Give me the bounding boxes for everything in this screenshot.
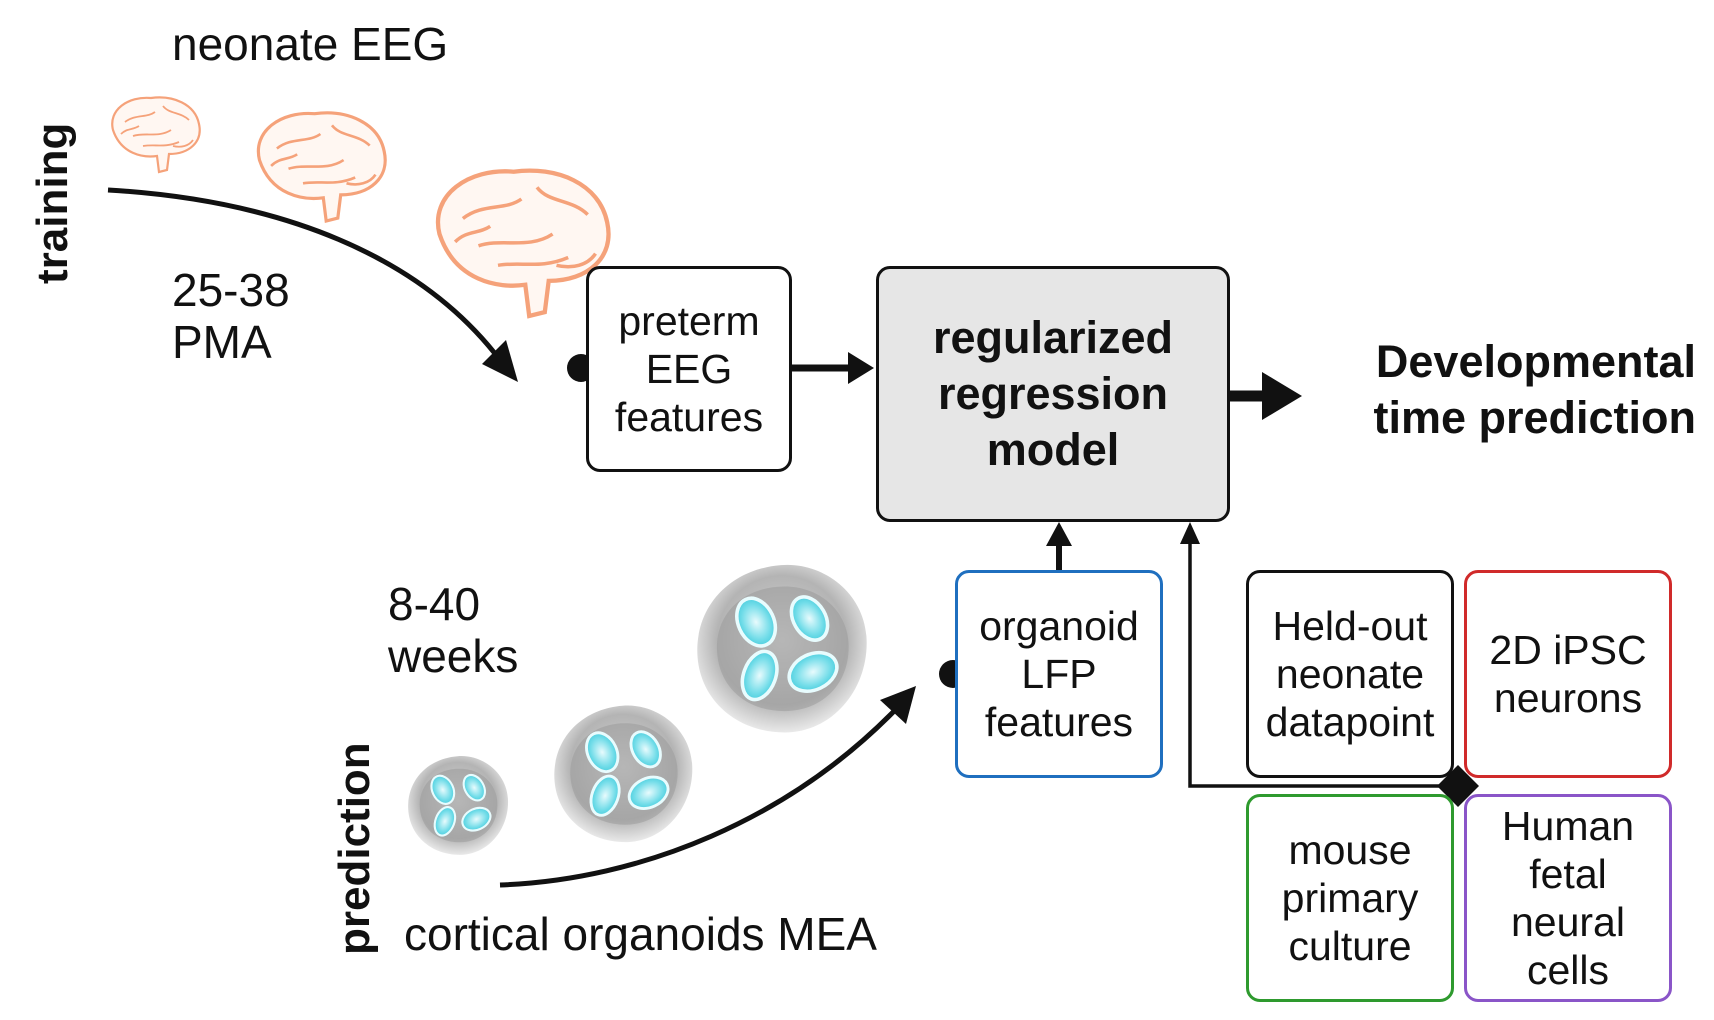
held-out-neonate-box: Held-out neonate datapoint — [1246, 570, 1454, 778]
brain-medium-icon — [256, 111, 387, 223]
lfp-to-model-arrowhead — [1046, 522, 1072, 546]
mouse-culture-text: mouse primary culture — [1281, 827, 1419, 969]
model-to-output-arrowhead — [1262, 372, 1302, 420]
organoid-large-icon — [695, 563, 869, 735]
held-out-neonate-text: Held-out neonate datapoint — [1265, 603, 1435, 745]
fetal-neural-box: Human fetal neural cells — [1464, 794, 1672, 1002]
training-arrowhead — [482, 340, 518, 382]
brain-small-icon — [111, 96, 201, 174]
validation-to-model-arrowhead — [1180, 522, 1200, 544]
training-age-range: 25-38 PMA — [172, 264, 290, 368]
prediction-label: prediction — [330, 742, 379, 955]
brain-large-icon — [438, 171, 609, 316]
prediction-age-range: 8-40 weeks — [388, 578, 519, 682]
regression-model-text: regularized regression model — [932, 312, 1174, 475]
organoids-mea-label: cortical organoids MEA — [404, 908, 877, 960]
eeg-features-box: preterm EEG features — [586, 266, 792, 472]
output-label: Developmental time prediction — [1373, 336, 1696, 443]
mouse-culture-box: mouse primary culture — [1246, 794, 1454, 1002]
training-label: training — [28, 122, 77, 284]
lfp-features-box: organoid LFP features — [955, 570, 1163, 778]
fetal-neural-text: Human fetal neural cells — [1501, 803, 1635, 993]
lfp-features-text: organoid LFP features — [979, 603, 1139, 745]
neonate-eeg-label: neonate EEG — [172, 18, 449, 70]
ipsc-neurons-box: 2D iPSC neurons — [1464, 570, 1672, 778]
prediction-curve-arrow — [499, 703, 902, 888]
eeg-to-model-arrowhead — [848, 352, 874, 384]
ipsc-neurons-text: 2D iPSC neurons — [1489, 627, 1647, 721]
regression-model-box: regularized regression model — [876, 266, 1230, 522]
prediction-arrowhead — [880, 686, 916, 724]
organoid-medium-icon — [552, 704, 694, 844]
eeg-features-text: preterm EEG features — [614, 298, 764, 440]
organoid-small-icon — [407, 754, 510, 856]
training-curve-arrow — [107, 187, 502, 362]
